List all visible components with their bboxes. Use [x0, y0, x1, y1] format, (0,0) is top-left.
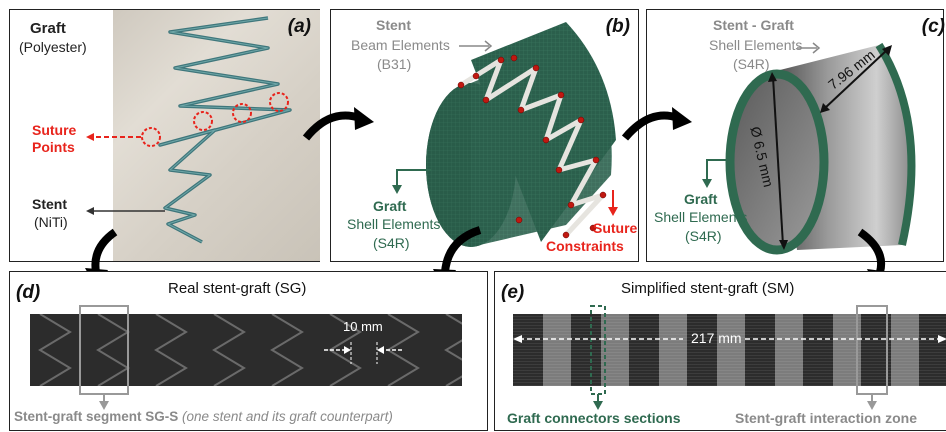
- stent-zigzag-pattern: [38, 314, 462, 386]
- graft-element-type-c: (S4R): [685, 228, 722, 244]
- suture-points-label-2: Points: [32, 139, 75, 155]
- interaction-zone-caption: Stent-graft interaction zone: [735, 410, 918, 426]
- simplified-stent-graft-strip: [513, 314, 946, 386]
- panel-c: (c) Stent - Graft Shell Elements (S4R) G…: [646, 9, 945, 262]
- stent-graft-title-c: Stent - Graft: [713, 17, 794, 33]
- graft-photo: [113, 10, 320, 261]
- simplified-annotations: [513, 305, 946, 410]
- graft-shell-elements-b: Shell Elements: [347, 216, 441, 232]
- suture-constraints-label-2: Constraints: [546, 238, 624, 254]
- panel-a: (a) Graft (Polyester) Suture Points Sten…: [9, 9, 320, 262]
- stent-material: (NiTi): [34, 214, 68, 230]
- stent-title: Stent: [32, 196, 67, 212]
- segment-highlight: [79, 305, 404, 410]
- stent-title-b: Stent: [376, 17, 411, 33]
- sg-element-type: (S4R): [733, 56, 770, 72]
- panel-d-tag: (d): [16, 282, 41, 303]
- segment-caption-bold: Stent-graft segment SG-S: [14, 409, 179, 424]
- panel-d: (d) Real stent-graft (SG) 10 mm Stent-gr…: [9, 271, 488, 431]
- stent-beam-elements: Beam Elements: [351, 37, 450, 53]
- panel-a-tag: (a): [287, 16, 311, 37]
- graft-title-c: Graft: [684, 191, 718, 207]
- graft-material: (Polyester): [19, 39, 87, 55]
- suture-points-label-1: Suture: [32, 122, 77, 138]
- graft-title: Graft: [30, 20, 66, 37]
- suture-constraint-dots: [457, 54, 607, 239]
- stent-wire-zigzag: [86, 16, 292, 244]
- graft-connectors-caption: Graft connectors sections: [507, 410, 681, 426]
- dimension-length-e: 217 mm: [691, 330, 742, 346]
- panel-e-tag: (e): [501, 282, 525, 303]
- graft-element-type-b: (S4R): [373, 235, 410, 251]
- real-stent-graft-title: Real stent-graft (SG): [168, 280, 307, 297]
- panel-e: (e) Simplified stent-graft (SM) 217 mm G…: [494, 271, 946, 431]
- strip-mesh-overlay: [513, 314, 946, 386]
- segment-caption-italic: (one stent and its graft counterpart): [182, 409, 393, 424]
- panel-b: (b) Stent Beam Elements (B31) Graft Shel…: [330, 9, 639, 262]
- stent-element-type: (B31): [377, 56, 412, 72]
- suture-constraints-label-1: Suture: [593, 220, 638, 236]
- simplified-stent-graft-title: Simplified stent-graft (SM): [621, 280, 795, 297]
- graft-title-b: Graft: [373, 198, 407, 214]
- stent-graft-segment-caption: Stent-graft segment SG-S (one stent and …: [14, 409, 393, 425]
- graft-shell-elements-c: Shell Elements: [654, 209, 748, 225]
- suture-point-markers: [141, 92, 289, 147]
- sg-shell-elements: Shell Elements: [709, 37, 803, 53]
- dimension-gap-d: 10 mm: [343, 319, 383, 334]
- panel-b-tag: (b): [605, 16, 630, 37]
- fe-model-stent-graft: [392, 22, 618, 247]
- panel-c-tag: (c): [921, 16, 945, 37]
- simplified-cylinder-model: [702, 42, 916, 255]
